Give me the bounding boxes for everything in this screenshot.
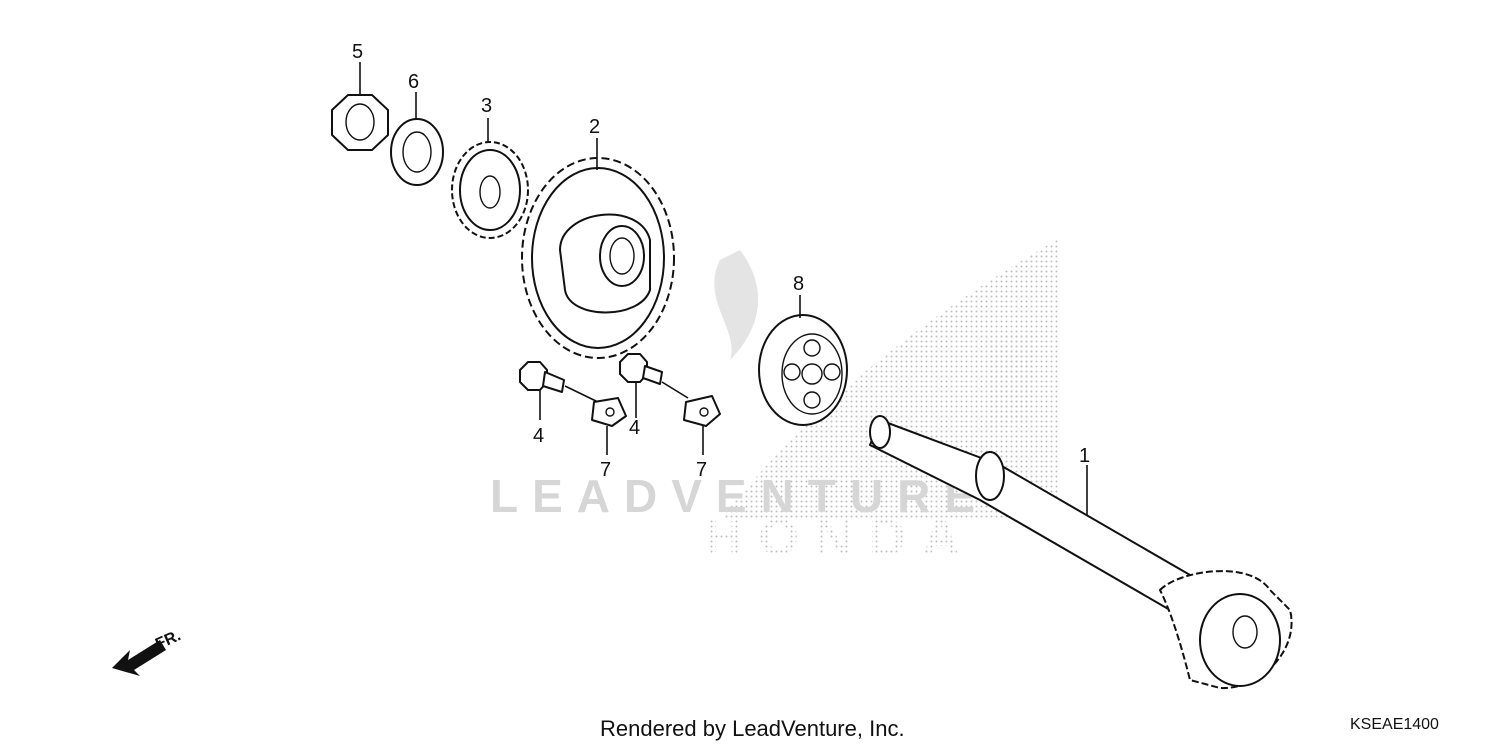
callout-4b: 4 — [629, 417, 640, 439]
honda-wing-watermark — [714, 238, 1060, 520]
large-gear — [521, 157, 675, 359]
nut — [331, 94, 389, 151]
callout-7b: 7 — [696, 459, 707, 481]
diagram-code: KSEAE1400 — [1350, 716, 1439, 733]
callout-4a: 4 — [533, 425, 544, 447]
watermark-text: LEADVENTURE — [490, 470, 989, 522]
credit-text: Rendered by LeadVenture, Inc. — [600, 716, 905, 741]
callout-2: 2 — [589, 116, 600, 138]
washer — [390, 118, 444, 186]
watermark-brand: HONDA — [705, 509, 976, 567]
callout-1: 1 — [1079, 445, 1090, 467]
lock-plate-right — [683, 395, 721, 427]
bolt-left — [519, 361, 565, 393]
front-arrow-icon — [112, 640, 166, 676]
lock-plate-left — [591, 397, 627, 427]
callout-3: 3 — [481, 95, 492, 117]
callout-5: 5 — [352, 41, 363, 63]
bolt-right — [619, 353, 663, 385]
balancer-shaft — [869, 415, 1293, 690]
front-indicator-label: FR. — [153, 627, 183, 653]
callout-6: 6 — [408, 71, 419, 93]
bearing — [758, 314, 848, 426]
callout-8: 8 — [793, 273, 804, 295]
callout-7a: 7 — [600, 459, 611, 481]
small-gear — [451, 141, 529, 239]
